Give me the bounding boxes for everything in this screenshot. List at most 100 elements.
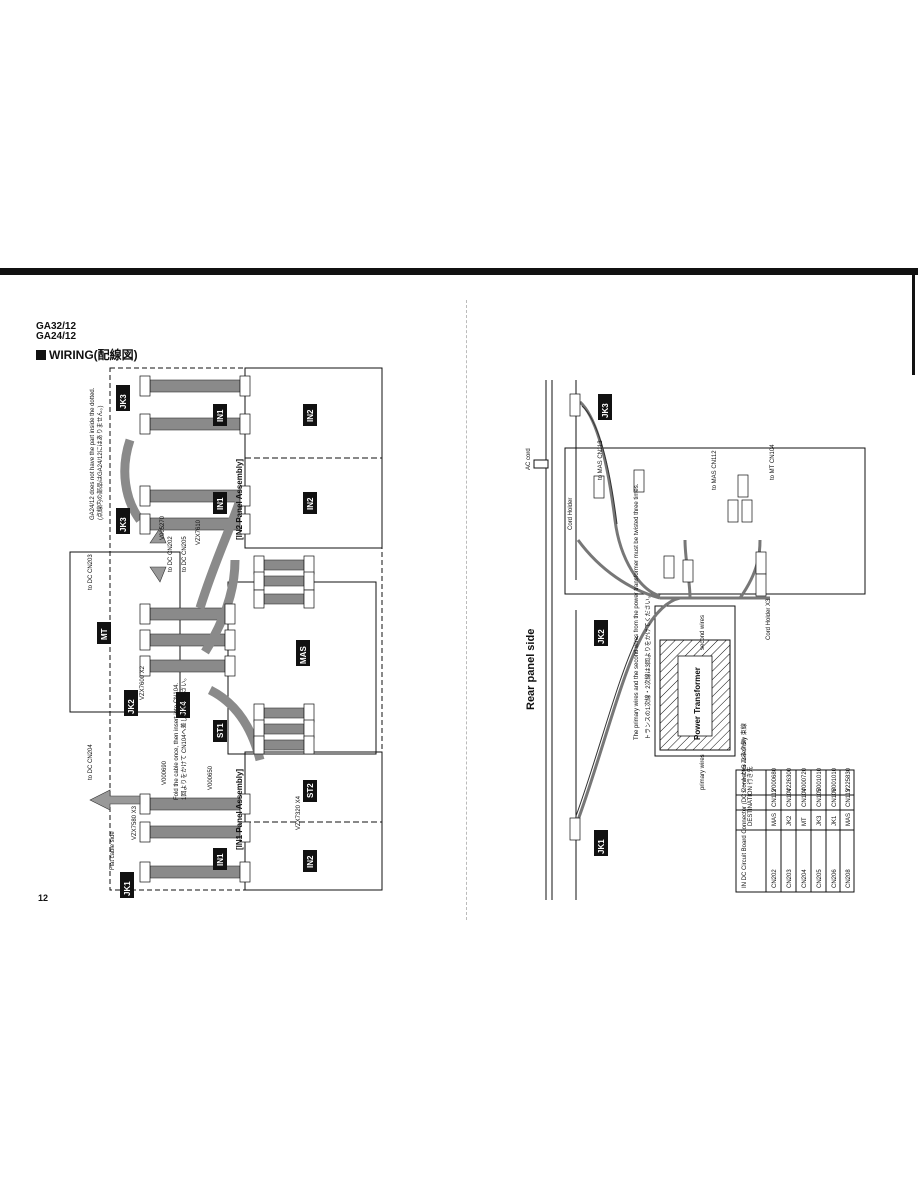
table-row-6-cn2: CN113 <box>846 788 852 807</box>
ga24-note-ja: (点線内の部品はGA24/12にはありません。) <box>96 405 104 520</box>
badge-jk1-right: JK1 <box>597 839 606 854</box>
table-row-3-cn2: CN104 <box>802 788 808 807</box>
transformer-core <box>677 655 713 737</box>
left-wiring-diagram: JK1 JK2 JK3 JK3 JK4 MT ST1 ST2 MAS IN1 I… <box>69 367 383 898</box>
flat-cables <box>149 379 305 879</box>
table-row-6-asm: V225830 <box>846 767 852 792</box>
badge-in2-b: IN2 <box>306 497 315 510</box>
to-dc-cn203-label: to DC CN203 <box>88 554 94 590</box>
left-badges: JK1 JK2 JK3 JK3 JK4 MT ST1 ST2 MAS IN1 I… <box>97 385 317 898</box>
table-header-connector: IN DC Circuit Board Connector (DCシートからコネ… <box>740 738 748 888</box>
badge-mas: MAS <box>299 646 308 664</box>
badge-st1: ST1 <box>216 723 225 738</box>
badge-jk1: JK1 <box>123 881 132 896</box>
to-mt-cn104-label: to MT CN104 <box>770 444 776 480</box>
to-mas-cn113-label: to MAS CN113 <box>598 440 604 480</box>
table-row-4-asm: V001010 <box>817 767 823 792</box>
binding-edge <box>912 275 915 375</box>
table-row-5-dest: JK1 <box>832 815 838 826</box>
right-connectors <box>569 393 767 841</box>
badge-jk3-b: JK3 <box>119 517 128 532</box>
model-number-1: GA32/12 <box>36 321 77 332</box>
cord-holder-x3-label: Cord Holder X3 <box>766 598 772 640</box>
badge-in2-a: IN2 <box>306 409 315 422</box>
table-row-2-cn2: CN104 <box>787 788 793 807</box>
badge-jk1-right-bg <box>594 830 608 856</box>
badge-jk3-right: JK3 <box>601 403 610 418</box>
vzx7320-label: VZX7320 X4 <box>296 795 302 830</box>
table-header-assembly: Connector Assembly 束線 <box>740 723 748 792</box>
right-cables-outline <box>575 405 639 817</box>
second-wires-label: second wires <box>700 615 706 650</box>
model-number-2: GA24/12 <box>36 331 77 342</box>
table-row-1-cn: CN202 <box>772 869 778 888</box>
table-header-destination: DESTINATION 行き先 <box>746 766 754 826</box>
table-row-5-cn2: CN106 <box>832 788 838 807</box>
table-row-5-asm: V001010 <box>832 767 838 792</box>
badge-in1-b: IN1 <box>216 409 225 422</box>
vzx-x3-label: VZX7580 X3 <box>132 805 138 840</box>
to-dc-cn202-label: to DC CN202 <box>168 536 174 572</box>
section-title: WIRING(配線図) <box>36 346 138 363</box>
flat-cable-side-label: Flat cable side <box>110 831 116 870</box>
right-wiring-diagram: Rear panel side Power Transformer JK1 JK… <box>525 380 866 900</box>
to-dc-cn204-label: to DC CN204 <box>88 744 94 780</box>
section-title-text: WIRING(配線図) <box>49 348 138 362</box>
cord-holder-label: Cord Holder <box>568 498 574 530</box>
table-row-6-dest: MAS <box>846 813 852 826</box>
mt-board <box>69 551 181 713</box>
fold-note-ja: 1回よりをかけて CN104へ差し込んで下さい。 <box>180 675 188 800</box>
in1-assembly-label: [IN1 Panel Assembly] <box>235 769 244 850</box>
badge-in2-c: IN2 <box>306 855 315 868</box>
v005270-label: V005270 <box>160 515 166 540</box>
left-connectors <box>139 375 315 883</box>
table-row-2-cn: CN203 <box>787 869 793 888</box>
table-row-5-cn: CN206 <box>832 869 838 888</box>
table-row-4-dest: JK3 <box>817 815 823 826</box>
badge-in1-a: IN1 <box>216 497 225 510</box>
to-dc-cn205-label: to DC CN205 <box>182 536 188 572</box>
transformer-frame <box>654 605 736 757</box>
badge-jk4: JK4 <box>179 701 188 716</box>
dc-board <box>564 447 866 595</box>
badge-st2: ST2 <box>306 783 315 798</box>
table-row-3-cn: CN204 <box>802 869 808 888</box>
vzx7600-label: VZX7600 X2 <box>140 665 146 700</box>
twist-note-ja: トランスの1次線・2次線は3回よりをかけてください。 <box>644 592 652 740</box>
page-fold-line <box>466 300 467 920</box>
page-number: 12 <box>38 893 49 903</box>
badge-jk2-right: JK2 <box>597 629 606 644</box>
table-row-1-asm: V000680 <box>772 767 778 792</box>
table-row-1-dest: MAS <box>772 813 778 826</box>
title-bullet-icon <box>36 350 46 360</box>
vzx7610-label: VZX7610 <box>196 519 202 545</box>
in2-assembly-label: [IN2 Panel Assembly] <box>235 459 244 540</box>
badge-mt: MT <box>100 628 109 640</box>
v000690-label: V000690 <box>162 760 168 785</box>
to-mas-cn112-label: to MAS CN112 <box>712 450 718 490</box>
badge-jk2: JK2 <box>127 699 136 714</box>
badge-jk2-right-bg <box>594 620 608 646</box>
table-row-6-cn: CN208 <box>846 869 852 888</box>
fold-note: Fold the cable once, then insert into CN… <box>174 683 180 800</box>
table-row-2-asm: V226300 <box>787 767 793 792</box>
v000650-label: V000650 <box>208 765 214 790</box>
top-rule <box>0 268 918 275</box>
badge-jk3-a: JK3 <box>119 394 128 409</box>
table-row-2-dest: JK2 <box>787 815 793 826</box>
to-dc-arrows <box>89 527 167 811</box>
table-row-4-cn: CN205 <box>817 869 823 888</box>
badge-jk3-right-bg <box>598 394 612 420</box>
destination-table <box>735 769 855 893</box>
table-row-4-cn2: CN105 <box>817 788 823 807</box>
badge-in1-c: IN1 <box>216 853 225 866</box>
ac-cord-label: AC cord <box>526 448 532 470</box>
table-rows: CN202 MAS CN112 V000680 CN203 JK2 CN104 … <box>772 767 852 888</box>
rear-panel-title: Rear panel side <box>525 629 537 710</box>
ga24-note: GA24/12 does not have the part inside th… <box>90 387 96 520</box>
table-row-1-cn2: CN112 <box>772 788 778 807</box>
table-row-3-dest: MT <box>802 817 808 826</box>
table-row-3-asm: V000720 <box>802 767 808 792</box>
twist-note: The primary wires and the second wires f… <box>634 483 640 740</box>
